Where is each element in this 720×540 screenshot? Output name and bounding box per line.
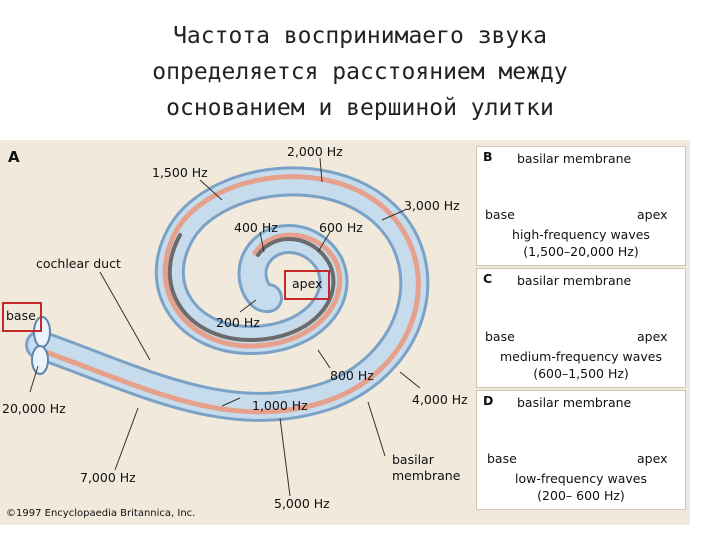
- panel-d-base-label: base: [487, 451, 517, 466]
- label-4000hz: 4,000 Hz: [412, 392, 468, 407]
- label-basilar-membrane-line2: membrane: [392, 468, 461, 483]
- title-line-1: Частота воспринимаего звука: [173, 23, 547, 49]
- label-7000hz: 7,000 Hz: [80, 470, 136, 485]
- slide-title: Частота воспринимаего звука определяется…: [0, 18, 720, 126]
- leader-line-7000: [114, 407, 139, 471]
- leader-line-4000: [399, 371, 421, 389]
- label-apex: apex: [292, 276, 323, 291]
- panel-b-caption-line2: (1,500–20,000 Hz): [523, 244, 639, 259]
- panel-d-caption-line2: (200– 600 Hz): [537, 488, 625, 503]
- leader-line-20000: [29, 365, 39, 393]
- label-basilar-membrane-line1: basilar: [392, 452, 434, 467]
- leader-lines: [29, 157, 421, 497]
- panel-b-caption-line1: high-frequency waves: [512, 227, 650, 242]
- panel-d-caption-line1: low-frequency waves: [514, 471, 647, 486]
- leader-line-1500: [199, 179, 223, 201]
- panel-d-letter: D: [483, 393, 494, 408]
- panel-d: D basilar membrane base apex low-frequen…: [476, 390, 686, 510]
- label-200hz: 200 Hz: [216, 315, 260, 330]
- label-cochlear-duct: cochlear duct: [36, 256, 121, 271]
- leader-line-600: [317, 231, 331, 253]
- cochlea-figure: A 2,000 Hz 1,500 Hz 3,000 Hz 400 Hz 600 …: [0, 140, 690, 525]
- label-1000hz: 1,000 Hz: [252, 398, 308, 413]
- label-5000hz: 5,000 Hz: [274, 496, 330, 511]
- panel-b-membrane-label: basilar membrane: [517, 151, 632, 166]
- label-1500hz: 1,500 Hz: [152, 165, 208, 180]
- label-base: base: [6, 308, 36, 323]
- label-600hz-top: 600 Hz: [319, 220, 363, 235]
- label-3000hz: 3,000 Hz: [404, 198, 460, 213]
- panel-c-apex-label: apex: [637, 329, 668, 344]
- panel-d-membrane-label: basilar membrane: [517, 395, 632, 410]
- panel-c-membrane-label: basilar membrane: [517, 273, 632, 288]
- leader-line-basilar: [367, 401, 386, 457]
- label-20000hz: 20,000 Hz: [2, 401, 66, 416]
- panel-c-letter: C: [483, 271, 493, 286]
- panel-b-letter: B: [483, 149, 493, 164]
- leader-line-200: [239, 299, 257, 313]
- apex-highlight-box: [284, 270, 330, 300]
- base-opening-lower: [31, 345, 49, 375]
- panel-a-letter: A: [8, 148, 20, 166]
- leader-line-400: [259, 231, 265, 253]
- panel-b-apex-label: apex: [637, 207, 668, 222]
- leader-line-800: [317, 349, 331, 369]
- panel-c: C basilar membrane base apex medium-freq…: [476, 268, 686, 388]
- title-line-3: основанием и вершиной улитки: [166, 95, 554, 121]
- leader-line-2000: [319, 157, 323, 183]
- panel-b: B basilar membrane base apex high-freque…: [476, 146, 686, 266]
- panel-d-apex-label: apex: [637, 451, 668, 466]
- title-line-2: определяется расстоянием между: [152, 59, 568, 85]
- leader-line-1000: [221, 397, 241, 407]
- inner-spiral-dark-band: [167, 233, 336, 343]
- panel-c-caption-line1: medium-frequency waves: [499, 349, 663, 364]
- panel-c-caption-line2: (600–1,500 Hz): [533, 366, 629, 381]
- leader-line-3000: [381, 209, 406, 221]
- label-2000hz: 2,000 Hz: [287, 144, 343, 159]
- base-highlight-box: [2, 302, 42, 332]
- label-800hz: 800 Hz: [330, 368, 374, 383]
- leader-line-5000: [279, 417, 291, 497]
- panel-c-base-label: base: [485, 329, 515, 344]
- leader-line-duct: [99, 271, 151, 361]
- copyright-notice: ©1997 Encyclopaedia Britannica, Inc.: [6, 508, 196, 519]
- panel-b-base-label: base: [485, 207, 515, 222]
- label-400hz: 400 Hz: [234, 220, 278, 235]
- cochlear-duct-stripe: [37, 174, 421, 415]
